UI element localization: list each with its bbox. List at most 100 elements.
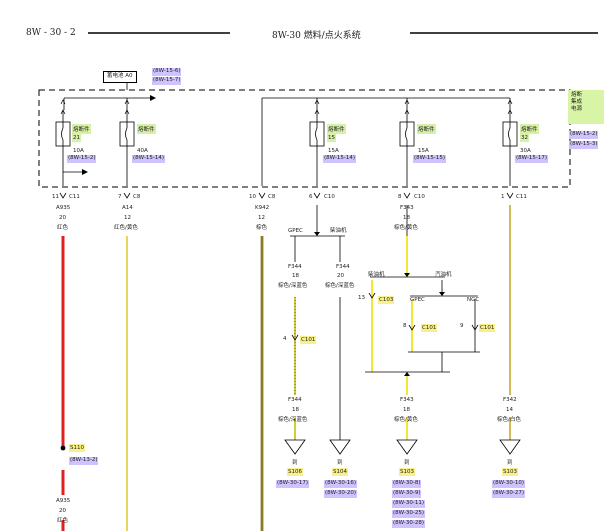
page-code: 8W - 30 - 2 [26, 28, 76, 38]
destination-ref[interactable]: (8W-30-20) [324, 490, 357, 498]
destination-ref[interactable]: (8W-30-8) [392, 480, 422, 488]
wire-color: 棕色/深蓝色 [325, 283, 355, 289]
wire-gauge: 20 [59, 508, 66, 514]
wire-gauge: 18 [403, 407, 410, 413]
circuit-id: A935 [56, 205, 71, 211]
destination-ref[interactable]: (8W-30-10) [492, 480, 525, 488]
connector-id: C11 [516, 194, 527, 200]
wire-color: 棕色/白色 [497, 417, 521, 423]
splice-dot [60, 445, 66, 451]
page-title: 8W-30 燃料/点火系统 [272, 31, 361, 41]
fuse-ref[interactable]: (8W-15-17) [515, 155, 548, 163]
circuit-id: F343 [400, 205, 414, 211]
destination-arrow [284, 439, 306, 455]
fuse-number: 21 [72, 134, 81, 142]
connector-id: C11 [69, 194, 80, 200]
wire-color: 红色 [57, 225, 69, 231]
destination-ref[interactable]: (8W-30-11) [392, 500, 425, 508]
destination-ref[interactable]: (8W-30-28) [392, 520, 425, 528]
branch-label: 柴油机 [330, 228, 347, 234]
fuse-tag: 熔断件 [72, 124, 91, 134]
fuse-ref[interactable]: (8W-15-2) [67, 155, 97, 163]
pin-number: 8 [398, 194, 402, 200]
fuse-ref[interactable]: (8W-15-14) [323, 155, 356, 163]
note-ref[interactable]: (8W-15-3) [569, 141, 599, 149]
circuit-id: K942 [255, 205, 270, 211]
fuse-rating: 10A [73, 148, 84, 154]
module-note: 熔断集成电源 [568, 90, 604, 124]
connector-id: C8 [268, 194, 276, 200]
fuse-number: 15 [327, 134, 336, 142]
branch-label: 汽油机 [435, 272, 452, 278]
battery-label: 蓄电池 A0 [103, 71, 137, 83]
battery-ref[interactable]: (8W-15-6) [152, 68, 182, 76]
destination-splice: S103 [399, 468, 415, 476]
destination-ref[interactable]: (8W-30-9) [392, 490, 422, 498]
branch-label: 柴油机 [368, 272, 385, 278]
wire-gauge: 20 [337, 273, 344, 279]
fuse-tag: 熔断件 [327, 124, 346, 134]
fuse-rating: 15A [328, 148, 339, 154]
pin-number: 13 [358, 295, 365, 301]
connector-id: C10 [324, 194, 335, 200]
destination-ref[interactable]: (8W-30-17) [276, 480, 309, 488]
connector-id: C101 [479, 324, 496, 332]
fuse-rating: 30A [520, 148, 531, 154]
connector-id: C10 [414, 194, 425, 200]
destination-arrow [396, 439, 418, 455]
circuit-id: F344 [288, 264, 302, 270]
fuse-ref[interactable]: (8W-15-14) [132, 155, 165, 163]
destination-to: 到 [507, 460, 513, 466]
circuit-id: A14 [122, 205, 133, 211]
wire-gauge: 18 [403, 215, 410, 221]
circuit-id: A935 [56, 498, 71, 504]
connector-id: C101 [421, 324, 438, 332]
destination-arrow [499, 439, 521, 455]
destination-ref[interactable]: (8W-30-16) [324, 480, 357, 488]
wire-gauge: 14 [506, 407, 513, 413]
wire-color: 棕色/深蓝色 [278, 417, 308, 423]
wire-color: 棕色/深蓝色 [278, 283, 308, 289]
pin-number: 11 [52, 194, 59, 200]
branch-label: NGC [467, 297, 480, 303]
wire-color: 红色/黄色 [114, 225, 138, 231]
battery-ref[interactable]: (8W-15-7) [152, 77, 182, 85]
fuse-tag: 熔断件 [520, 124, 539, 134]
destination-to: 到 [337, 460, 343, 466]
pin-number: 7 [118, 194, 122, 200]
wire-gauge: 18 [292, 273, 299, 279]
wire-gauge: 12 [124, 215, 131, 221]
destination-ref[interactable]: (8W-30-25) [392, 510, 425, 518]
destination-splice: S103 [502, 468, 518, 476]
splice-ref[interactable]: (8W-13-2) [69, 457, 99, 465]
fuse-rating: 40A [137, 148, 148, 154]
fuse-ref[interactable]: (8W-15-15) [413, 155, 446, 163]
wire-color: 棕色/黄色 [394, 417, 418, 423]
pin-number: 10 [249, 194, 256, 200]
pin-number: 1 [501, 194, 505, 200]
pin-number: 6 [309, 194, 313, 200]
fuse-number: 32 [520, 134, 529, 142]
branch-label: GPEC [288, 228, 303, 234]
wire-color: 棕色 [256, 225, 268, 231]
note-ref[interactable]: (8W-15-2) [569, 131, 599, 139]
fuse-tag: 熔断件 [417, 124, 436, 134]
wire-color: 棕色/黄色 [394, 225, 418, 231]
destination-splice: S106 [287, 468, 303, 476]
splice-id: S110 [69, 444, 85, 452]
branch-label: GPEC [410, 297, 425, 303]
connector-id: C101 [300, 336, 317, 344]
destination-ref[interactable]: (8W-30-27) [492, 490, 525, 498]
wire-gauge: 12 [258, 215, 265, 221]
fuse-tag: 熔断件 [137, 124, 156, 134]
destination-arrow [329, 439, 351, 455]
pin-number: 8 [403, 323, 407, 329]
pin-number: 9 [460, 323, 464, 329]
destination-to: 到 [292, 460, 298, 466]
wire-gauge: 18 [292, 407, 299, 413]
destination-splice: S104 [332, 468, 348, 476]
destination-to: 到 [404, 460, 410, 466]
circuit-id: F344 [336, 264, 350, 270]
circuit-id: F344 [288, 397, 302, 403]
